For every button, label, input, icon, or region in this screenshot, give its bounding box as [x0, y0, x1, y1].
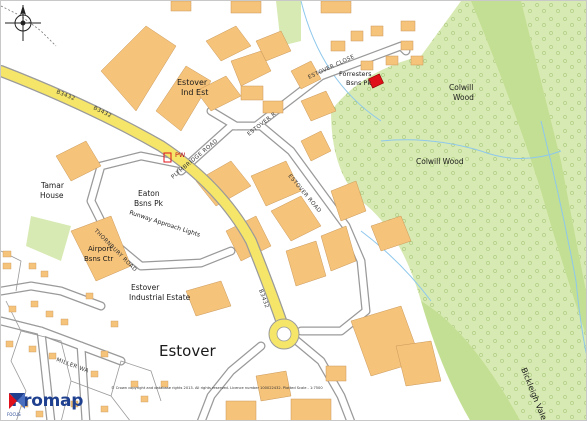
promap-small-text: FOCUS	[7, 412, 21, 417]
pw-marker	[163, 152, 172, 163]
pw-label: PW	[175, 151, 186, 159]
compass-icon	[5, 5, 41, 41]
woodland-area	[26, 1, 586, 420]
runway-label: Runway Approach Lights	[128, 209, 201, 239]
estover-ind-est-label-line2: Ind Est	[181, 88, 208, 97]
eaton-label-line2: Bsns Pk	[134, 199, 164, 208]
estover-ind-est-label: Estover	[177, 78, 208, 87]
promap-logo: Promap	[7, 391, 83, 411]
promap-logo-icon	[9, 393, 25, 409]
estover-industrial-label-line2: Industrial Estate	[129, 293, 191, 302]
eaton-label: Eaton	[138, 189, 160, 198]
copyright-notice: © Crown copyright and database rights 20…	[111, 386, 323, 390]
major-road-b3432	[1, 65, 290, 335]
roundabout	[268, 318, 300, 350]
estover-industrial-label: Estover	[131, 283, 160, 292]
airport-label: Airport	[88, 245, 112, 253]
forresters-label-line2: Bsns Pk	[346, 79, 371, 87]
estover-place-label: Estover	[159, 342, 216, 360]
colwill-wood-label-line2: Wood	[453, 93, 474, 102]
track	[1, 5, 57, 47]
tamar-label-line2: House	[40, 191, 64, 200]
promap-wordmark: Promap	[11, 391, 84, 411]
airport-label-line2: Bsns Ctr	[84, 255, 113, 263]
colwill-wood-label-b: Colwill Wood	[416, 157, 464, 166]
site-highlight[interactable]	[368, 73, 384, 89]
colwill-wood-label: Colwill	[449, 83, 473, 92]
tamar-label: Tamar	[40, 181, 65, 190]
forresters-label: Forresters	[339, 70, 372, 78]
